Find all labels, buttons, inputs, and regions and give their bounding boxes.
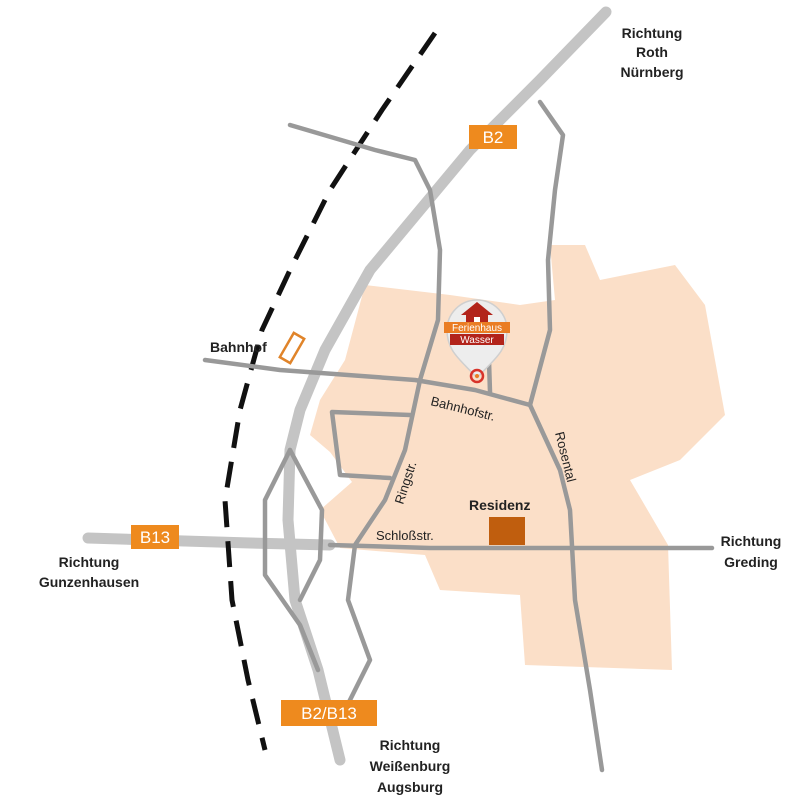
road-rosental xyxy=(527,402,605,773)
svg-text:B13: B13 xyxy=(140,528,170,547)
residenz-marker xyxy=(489,517,525,545)
svg-text:Augsburg: Augsburg xyxy=(377,779,443,795)
label-schlossstr: Schloßstr. xyxy=(376,528,434,543)
svg-text:B2: B2 xyxy=(483,128,504,147)
road-schlossstr xyxy=(327,542,715,551)
direction-west: Richtung Gunzenhausen xyxy=(39,554,139,590)
direction-east: Richtung Greding xyxy=(721,533,782,570)
svg-text:Richtung: Richtung xyxy=(721,533,782,549)
svg-text:Nürnberg: Nürnberg xyxy=(621,64,684,80)
house-icon xyxy=(461,302,493,324)
location-pin: Ferienhaus Wasser xyxy=(444,299,510,384)
road-interchange-b xyxy=(287,447,325,603)
direction-south: Richtung Weißenburg Augsburg xyxy=(370,737,451,795)
shield-b2: B2 xyxy=(469,125,517,149)
bahnhof-marker xyxy=(278,331,306,365)
svg-text:Weißenburg: Weißenburg xyxy=(370,758,451,774)
svg-text:Richtung: Richtung xyxy=(622,25,683,41)
railway xyxy=(222,31,438,751)
road-north-west xyxy=(287,122,443,383)
svg-text:B2/B13: B2/B13 xyxy=(301,704,357,723)
road-bahnhofstr xyxy=(202,357,533,408)
highway-b13 xyxy=(82,532,336,551)
pin-banner-top xyxy=(444,322,510,333)
svg-text:Richtung: Richtung xyxy=(59,554,120,570)
svg-text:Richtung: Richtung xyxy=(380,737,441,753)
pin-banner-bottom xyxy=(450,334,504,345)
road-north-east xyxy=(527,99,566,408)
shield-b2-b13: B2/B13 xyxy=(281,700,377,726)
pin-target xyxy=(469,368,485,384)
label-bahnhof: Bahnhof xyxy=(210,339,267,355)
town-area xyxy=(310,245,725,670)
svg-text:Roth: Roth xyxy=(636,44,668,60)
shield-b13: B13 xyxy=(131,525,179,549)
label-residenz: Residenz xyxy=(469,497,530,513)
svg-text:Gunzenhausen: Gunzenhausen xyxy=(39,574,139,590)
pin-line-2: Wasser xyxy=(460,335,494,346)
road-loop-west xyxy=(329,409,413,481)
pin-line-1: Ferienhaus xyxy=(452,323,502,334)
direction-north-east: Richtung Roth Nürnberg xyxy=(621,25,684,80)
svg-text:Greding: Greding xyxy=(724,554,778,570)
road-interchange-a xyxy=(262,447,321,673)
